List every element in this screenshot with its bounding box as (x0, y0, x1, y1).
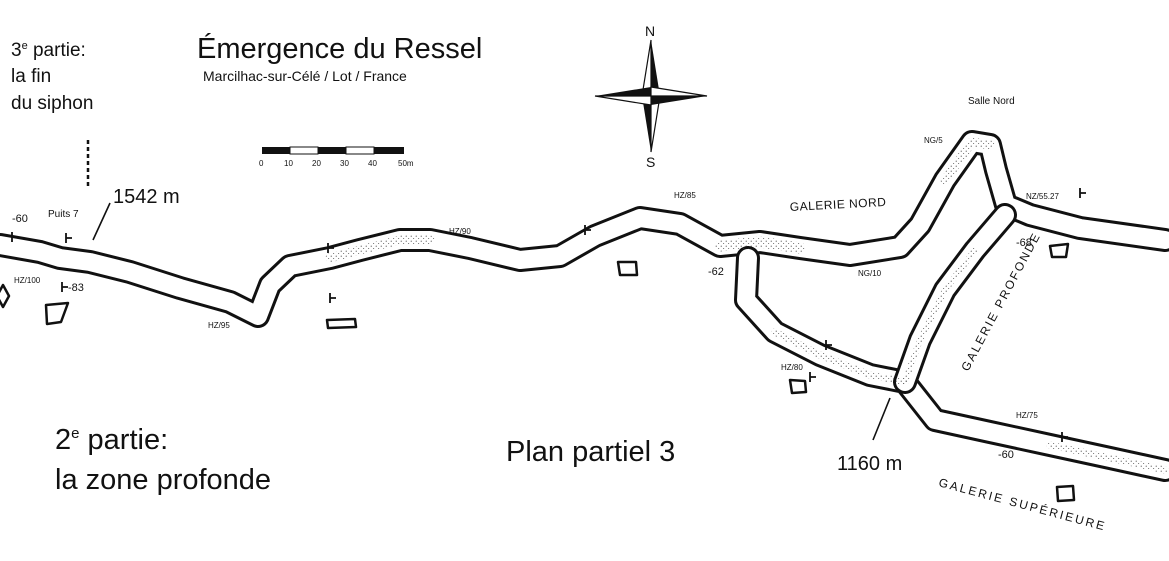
galerie-nord-label: GALERIE NORD (789, 195, 886, 214)
scale-bar: 0 10 20 30 40 50m (259, 146, 414, 168)
compass-north: N (645, 23, 655, 39)
distance-pointer-1160 (872, 397, 891, 441)
map-subtitle: Marcilhac-sur-Célé / Lot / France (203, 68, 407, 84)
station-label: HZ/90 (449, 227, 471, 236)
scale-tick: 40 (368, 159, 377, 168)
distance-1542: 1542 m (113, 186, 180, 208)
map-title: Émergence du Ressel (197, 32, 482, 65)
section-2-label: 2e partie: la zone profonde (55, 424, 271, 496)
station-labels: Salle Nord Puits 7 -60 -83 HZ/100 HZ/95 … (12, 96, 1059, 461)
station-label: NG/10 (858, 269, 882, 278)
station-label: HZ/85 (674, 191, 696, 200)
scale-tick: 50m (398, 159, 414, 168)
puits7-label: Puits 7 (48, 209, 79, 220)
rock-symbols (0, 242, 1076, 503)
station-label: HZ/80 (781, 363, 803, 372)
section-3-line3: du siphon (11, 93, 93, 114)
svg-text:3e partie:: 3e partie: (11, 40, 86, 61)
distance-pointer-1542 (92, 202, 111, 241)
depth-label: -60 (12, 213, 28, 225)
station-label: NG/5 (924, 136, 943, 145)
depth-label: -68 (1016, 237, 1032, 249)
section-3-line2: la fin (11, 66, 51, 87)
distance-1160: 1160 m (837, 453, 902, 475)
scale-tick: 20 (312, 159, 321, 168)
section-3-label: 3e partie: la fin du siphon (11, 40, 93, 114)
scale-tick: 0 (259, 159, 264, 168)
station-label: HZ/100 (14, 276, 41, 285)
depth-label: -83 (68, 282, 84, 294)
depth-label: -60 (998, 449, 1014, 461)
salle-nord-label: Salle Nord (968, 96, 1015, 107)
scale-tick: 10 (284, 159, 293, 168)
svg-text:2e partie:: 2e partie: (55, 424, 168, 456)
cave-passages (0, 130, 1169, 482)
station-label: NZ/55.27 (1026, 192, 1059, 201)
dip-markers (11, 188, 1086, 442)
compass-south: S (646, 154, 655, 170)
section-2-line2: la zone profonde (55, 464, 271, 496)
galerie-superieure-label: GALERIE SUPÉRIEURE (937, 474, 1108, 533)
plan-label: Plan partiel 3 (506, 436, 675, 468)
station-label: HZ/95 (208, 321, 230, 330)
depth-label: -62 (708, 266, 724, 278)
compass-rose: N S (594, 23, 708, 170)
station-label: HZ/75 (1016, 411, 1038, 420)
scale-tick: 30 (340, 159, 349, 168)
